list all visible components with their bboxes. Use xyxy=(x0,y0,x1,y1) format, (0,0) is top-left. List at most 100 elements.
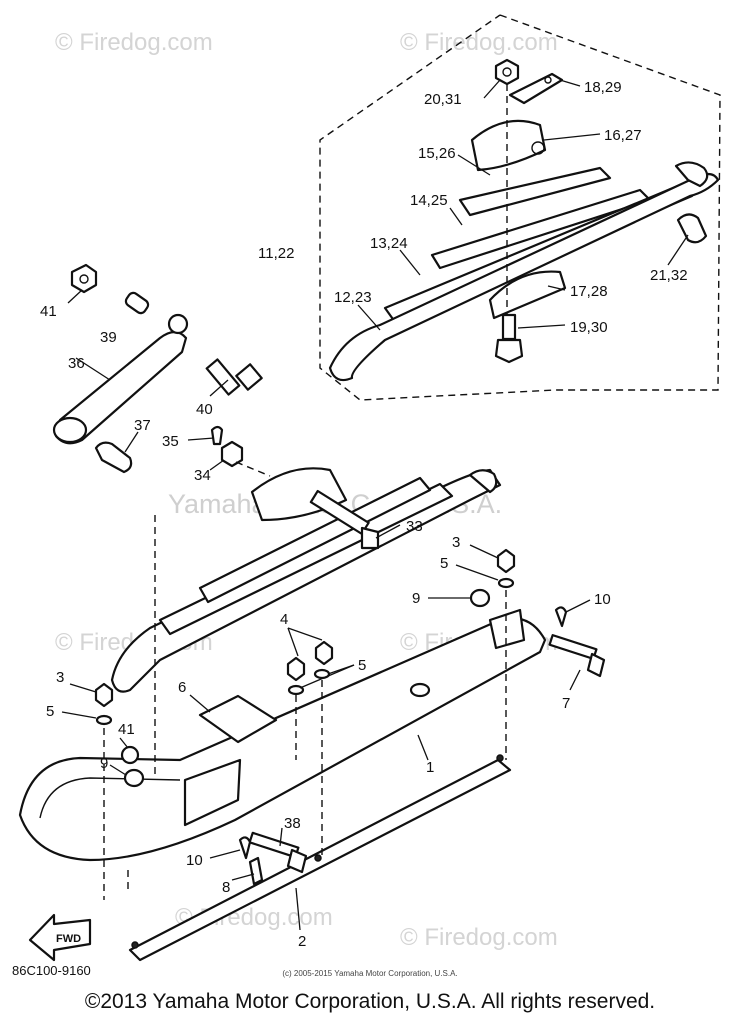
assembled-spring-group xyxy=(110,467,502,693)
main-leaf-part xyxy=(328,172,720,382)
bushing-part xyxy=(676,213,708,244)
leader-line xyxy=(189,694,211,713)
leader-line xyxy=(67,289,83,304)
leader-line xyxy=(75,357,111,381)
shock-lower-eye xyxy=(52,416,88,444)
shock-absorber-group xyxy=(52,263,263,474)
callout-13-24: 13,24 xyxy=(370,235,408,252)
callout-7: 7 xyxy=(562,695,570,712)
leader-line xyxy=(299,664,355,689)
wear-bar-stud xyxy=(314,854,322,862)
cotter-pin-10-left xyxy=(238,836,252,860)
wear-bar-stud xyxy=(496,754,504,762)
callout-40: 40 xyxy=(196,401,213,418)
leader-line xyxy=(483,79,501,99)
nut-4b-part xyxy=(314,640,334,666)
ski-body-part xyxy=(18,617,547,862)
bolt-7-head xyxy=(586,652,606,678)
bolt-8-part xyxy=(248,856,264,886)
nut-part xyxy=(494,58,520,86)
collar-39-part xyxy=(124,291,150,315)
callout-3-left: 3 xyxy=(56,669,64,686)
cap-nut-41-lower xyxy=(120,745,140,765)
leader-line xyxy=(119,737,129,749)
fwd-arrow-icon xyxy=(28,913,92,962)
callout-20-31: 20,31 xyxy=(424,91,462,108)
watermark-firedog: © Firedog.com xyxy=(400,29,558,56)
ski-bracket-left xyxy=(183,758,242,827)
watermark-firedog: © Firedog.com xyxy=(55,29,213,56)
leader-line xyxy=(287,627,299,657)
leader-line xyxy=(569,669,581,691)
callout-5-right: 5 xyxy=(440,555,448,572)
leader-lines xyxy=(61,79,689,931)
callout-39: 39 xyxy=(100,329,117,346)
leader-line xyxy=(209,459,225,471)
callout-14-25: 14,25 xyxy=(410,192,448,209)
leaf-spring-exploded-group xyxy=(319,14,721,401)
assembled-leaf-eye xyxy=(468,469,498,494)
callout-12-23: 12,23 xyxy=(334,289,372,306)
callout-5-center: 5 xyxy=(358,657,366,674)
callout-21-32: 21,32 xyxy=(650,267,688,284)
callout-4: 4 xyxy=(280,611,288,628)
bolt-shank-part xyxy=(501,313,517,341)
callout-36: 36 xyxy=(68,355,85,372)
nut-3-right-part xyxy=(496,548,516,574)
shock-upper-eye xyxy=(167,313,189,335)
bolt-7-shank xyxy=(548,634,598,660)
leader-line xyxy=(455,564,499,581)
leader-line xyxy=(357,304,381,331)
cotter-pin-35 xyxy=(210,425,224,446)
bolt-40-head xyxy=(235,363,263,391)
leader-line xyxy=(287,627,323,641)
leader-line xyxy=(565,599,591,613)
callout-38: 38 xyxy=(284,815,301,832)
watermark-firedog: © Firedog.com xyxy=(400,924,558,951)
callout-8: 8 xyxy=(222,879,230,896)
callout-37: 37 xyxy=(134,417,151,434)
leader-line xyxy=(187,437,215,441)
leader-line xyxy=(295,887,301,931)
diagram-code: 86C100-9160 xyxy=(12,963,91,978)
assembly-guide-line xyxy=(235,461,271,477)
leader-line xyxy=(375,524,401,539)
fwd-arrow-label: FWD xyxy=(56,933,81,945)
washer-5-right-part xyxy=(497,577,515,589)
leader-line xyxy=(517,324,566,329)
nut-41-bore xyxy=(79,274,89,284)
leader-line xyxy=(209,379,229,397)
assembled-leaf-part xyxy=(110,468,502,693)
callout-1: 1 xyxy=(426,759,434,776)
bracket-hole xyxy=(531,141,545,155)
leader-line xyxy=(124,431,139,453)
leader-line xyxy=(457,154,491,176)
collar-37-part xyxy=(94,441,133,474)
washer-5a-part xyxy=(287,684,305,696)
leaf-eye-part xyxy=(674,161,709,188)
callout-11-22: 11,22 xyxy=(258,245,294,262)
cotter-pin-10-right xyxy=(554,606,568,628)
callout-19-30: 19,30 xyxy=(570,319,608,336)
callout-18-29: 18,29 xyxy=(584,79,622,96)
bolt-33-head xyxy=(360,526,380,550)
callout-10-right: 10 xyxy=(594,591,611,608)
leader-line xyxy=(279,827,283,847)
leader-line xyxy=(69,683,97,693)
spring-bracket-part xyxy=(470,119,547,172)
leader-line xyxy=(417,734,429,761)
nut-3-left-part xyxy=(94,682,114,708)
callout-2: 2 xyxy=(298,933,306,950)
callout-9-left: 9 xyxy=(100,755,108,772)
leader-line xyxy=(109,764,127,776)
footer-copyright: ©2013 Yamaha Motor Corporation, U.S.A. A… xyxy=(84,990,656,1013)
callout-33: 33 xyxy=(406,518,423,535)
callout-41: 41 xyxy=(40,303,57,320)
callout-9-right: 9 xyxy=(412,590,420,607)
leaf-15-part xyxy=(458,166,612,217)
clip-plate-hole xyxy=(544,76,552,84)
leader-line xyxy=(61,711,97,719)
callout-17-28: 17,28 xyxy=(570,283,608,300)
leader-line xyxy=(469,544,499,559)
